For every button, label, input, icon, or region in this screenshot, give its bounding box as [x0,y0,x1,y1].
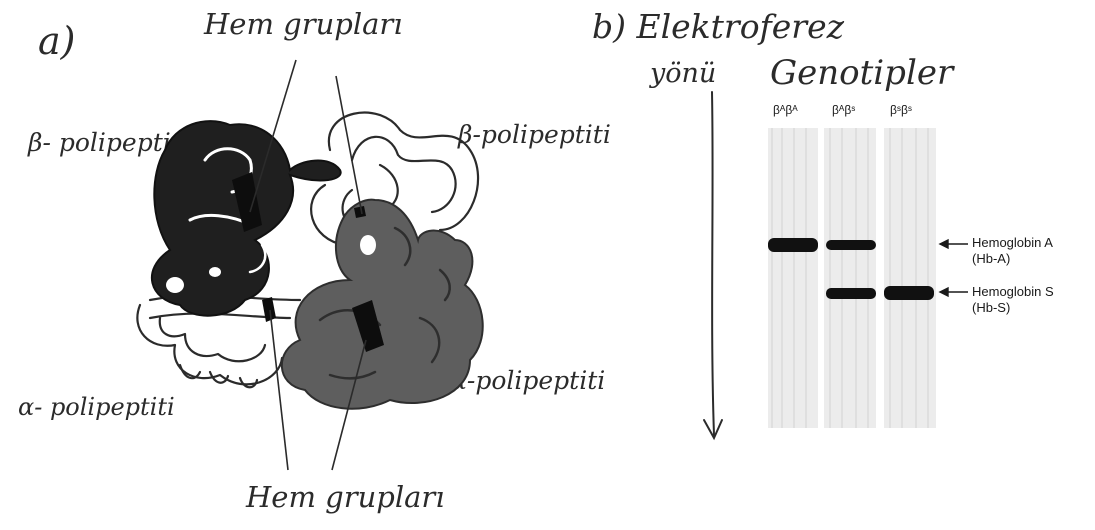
migration-arrow [704,92,722,438]
band-lane2-hb-s [826,288,876,299]
hb-a-label: Hemoglobin A [972,236,1053,251]
lane-1-background [768,128,818,428]
band-lane1-hb-a [768,238,818,252]
band-lane2-hb-a [826,240,876,250]
hb-s-abbr: (Hb-S) [972,301,1010,316]
band-pointer-arrows [940,240,968,296]
lane-1-genotype: βᴬβᴬ [773,104,798,118]
lane-3-genotype: βˢβˢ [890,104,912,118]
lane-2-genotype: βᴬβˢ [832,104,855,118]
hb-s-label: Hemoglobin S [972,285,1054,300]
band-lane3-hb-s [884,286,934,300]
hb-a-abbr: (Hb-A) [972,252,1010,267]
